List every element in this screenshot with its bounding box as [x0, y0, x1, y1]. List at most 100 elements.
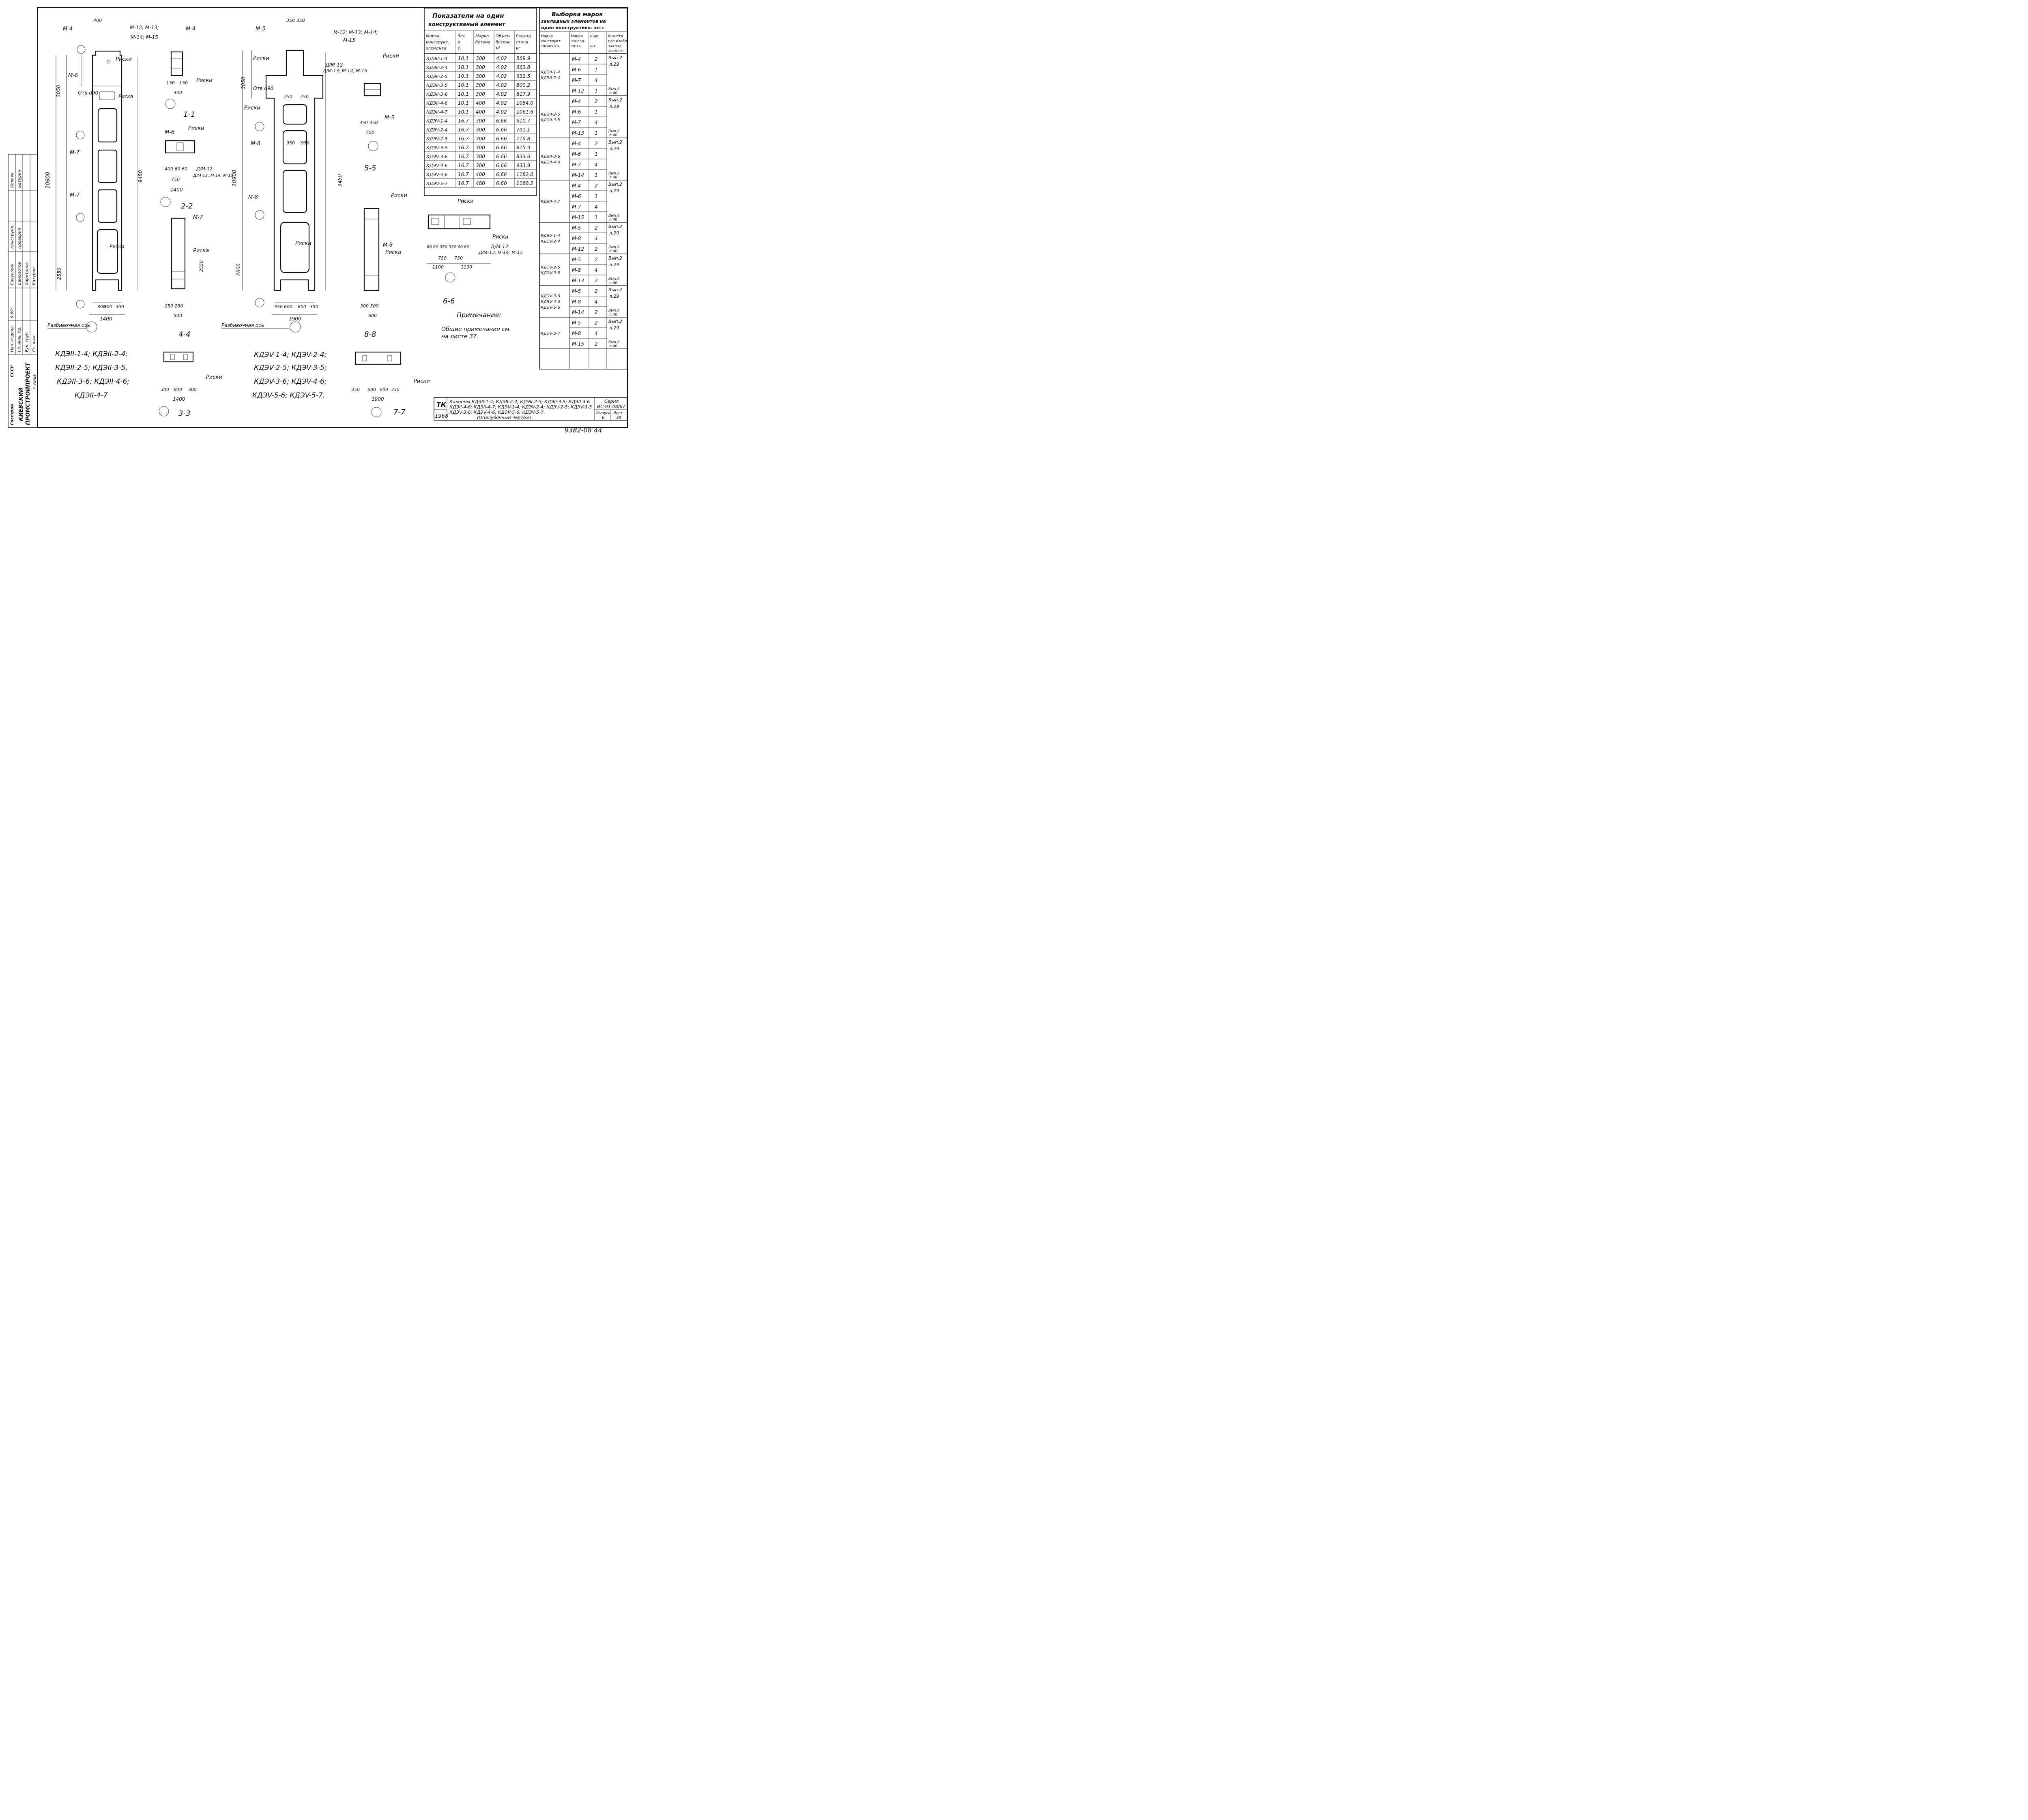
stamp-role-3: Ст. инж. [32, 334, 37, 352]
selection-item-sheet: Вып.6 [608, 172, 620, 176]
indicators-cell: 300 [476, 145, 485, 150]
label-riski-11: Риски [196, 77, 213, 84]
indicators-cell: 6.66 [496, 172, 507, 177]
selection-item-sheet: л.29 [609, 188, 619, 193]
indicators-cell: 16.7 [458, 154, 469, 159]
indicators-cell: 800.2 [516, 82, 530, 88]
indicators-cell: КДЭII-3-5 [426, 83, 448, 88]
indicators-cell: 817.9 [516, 91, 530, 97]
label-riski-mid-c: Риски [295, 241, 312, 247]
selection-mark: КДЭV-3-6 [541, 294, 560, 299]
label-dm12-22: Д/М-12 [196, 166, 213, 172]
svg-text:250 250: 250 250 [165, 303, 183, 309]
label-dm13-66: Д/М-13; М-14; М-15 [478, 250, 523, 255]
indicators-cell: 815.9 [516, 145, 530, 150]
indicators-header: в [458, 40, 460, 45]
selection-item-count: 4 [595, 162, 598, 168]
svg-text:2550: 2550 [199, 260, 204, 272]
label-m7-left-a: М-7 [70, 150, 80, 156]
indicators-cell: 300 [476, 82, 485, 88]
label-otv-left: Отв d90 [78, 90, 99, 96]
indicators-cell: 16.7 [458, 180, 469, 186]
indicators-title1: Показатели на один [432, 12, 504, 19]
label-m7-left-b: М-7 [70, 192, 80, 198]
selection-item-sheet: л.40 [609, 344, 617, 348]
svg-text:950: 950 [301, 140, 309, 146]
selection-item-mark: М-14 [572, 309, 584, 315]
note-line1: Общие примечания см. [441, 326, 511, 333]
indicators-cell: 10.1 [458, 56, 469, 61]
label-riski-mid-b: Риски [244, 105, 260, 111]
indicators-cell: 933.9 [516, 163, 530, 168]
indicators-cell: КДЭV-2-5 [426, 136, 448, 142]
selection-item-sheet: Вып.6 [608, 129, 620, 133]
indicators-cell: 1061.6 [516, 109, 533, 115]
section-6-6: Риски Риски Д/М-12 Д/М-13; М-14; М-15 60… [427, 198, 523, 305]
selection-mark: КДЭV-1-4 [541, 234, 560, 238]
selection-item-sheet: Вып.2 [608, 319, 622, 324]
svg-text:1400: 1400 [170, 187, 183, 193]
indicators-cell: 4.02 [496, 100, 507, 106]
svg-text:М-8: М-8 [383, 242, 393, 248]
indicators-table: Показатели на один конструктивный элемен… [424, 8, 537, 196]
selection-item-sheet: Вып.2 [608, 224, 622, 229]
indicators-cell: КДЭII-2-5 [426, 74, 448, 79]
label-dm12-mid: Д/М-12 [325, 62, 343, 68]
selection-header: К-во [590, 34, 599, 39]
svg-text:1100: 1100 [432, 264, 444, 270]
svg-text:600: 600 [368, 313, 377, 318]
indicators-cell: 4.02 [496, 91, 507, 97]
selection-header: элемент [608, 49, 624, 53]
selection-item-count: 4 [595, 299, 598, 305]
svg-text:350: 350 [310, 304, 318, 309]
indicators-cell: 400 [476, 100, 485, 106]
indicators-cell: 16.7 [458, 136, 469, 142]
selection-mark: КДЭII-3-6 [541, 155, 560, 159]
label-riski-55: Риски [383, 53, 399, 59]
note-title: Примечание: [457, 311, 501, 319]
svg-text:400: 400 [93, 18, 102, 23]
label-m4-left: М-4 [63, 26, 73, 32]
selection-item-count: 2 [595, 341, 598, 347]
indicators-cell: 1054.0 [516, 100, 533, 106]
stamp-role-1: Гл. инж. пр. [17, 327, 22, 352]
selection-header: элемента [541, 44, 559, 48]
marks-V-line-2: КДЭV-3-6; КДЭV-4-6; [254, 378, 327, 386]
svg-text:М-15: М-15 [343, 37, 355, 43]
note-block: Примечание: Общие примечания см. на лист… [441, 311, 511, 340]
svg-text:300: 300 [116, 304, 124, 309]
selection-item-count: 1 [595, 215, 598, 220]
selection-mark: КДЭII-3-5 [541, 118, 560, 122]
selection-item-count: 2 [595, 320, 598, 326]
indicators-cell: 4.02 [496, 73, 507, 79]
svg-text:60 60 350 350 60 60: 60 60 350 350 60 60 [427, 245, 469, 249]
selection-item-mark: М-13 [572, 278, 584, 284]
section-8-8: Риски М-8 Риска 300 300 600 8-8 [360, 193, 407, 339]
indicators-cell: 300 [476, 163, 485, 168]
selection-item-count: 2 [595, 141, 598, 146]
svg-text:350: 350 [351, 387, 360, 392]
section-title-3-3: 3-3 [178, 409, 190, 418]
selection-item-sheet: л.40 [609, 91, 617, 95]
marks-list-II: КДЭV-1-4; КДЭV-2-4; КДЭII-1-4; КДЭII-2-4… [55, 350, 129, 400]
label-riski-77: Риски [414, 378, 430, 385]
selection-item-mark: М-12 [572, 88, 584, 94]
selection-item-mark: М-4 [572, 141, 581, 146]
selection-mark: КДЭII-2-5 [541, 112, 560, 117]
selection-item-mark: М-12 [572, 246, 584, 252]
marks-II-line-1: КДЭII-2-5; КДЭII-3-5, [55, 364, 128, 372]
stamp-name-3: Батурин [32, 267, 37, 285]
indicators-cell: КДЭV-3-5 [426, 145, 448, 150]
label-riski-mid: Риски [253, 56, 269, 62]
selection-item-mark: М-6 [572, 67, 581, 73]
svg-text:9450: 9450 [137, 170, 143, 183]
marks-V-line-0: КДЭV-1-4; КДЭV-2-4; [254, 351, 327, 359]
indicators-cell: 300 [476, 118, 485, 124]
selection-mark: КДЭII-2-4 [541, 76, 560, 80]
left-stamp: Нач. отдела Гл. инж. пр. Рук. груп. Ст. … [8, 154, 38, 428]
label-otv-mid: Отв d90 [253, 86, 274, 91]
selection-item-count: 1 [595, 130, 598, 136]
selection-item-sheet: л.29 [609, 62, 619, 67]
selection-item-sheet: л.40 [609, 176, 617, 180]
